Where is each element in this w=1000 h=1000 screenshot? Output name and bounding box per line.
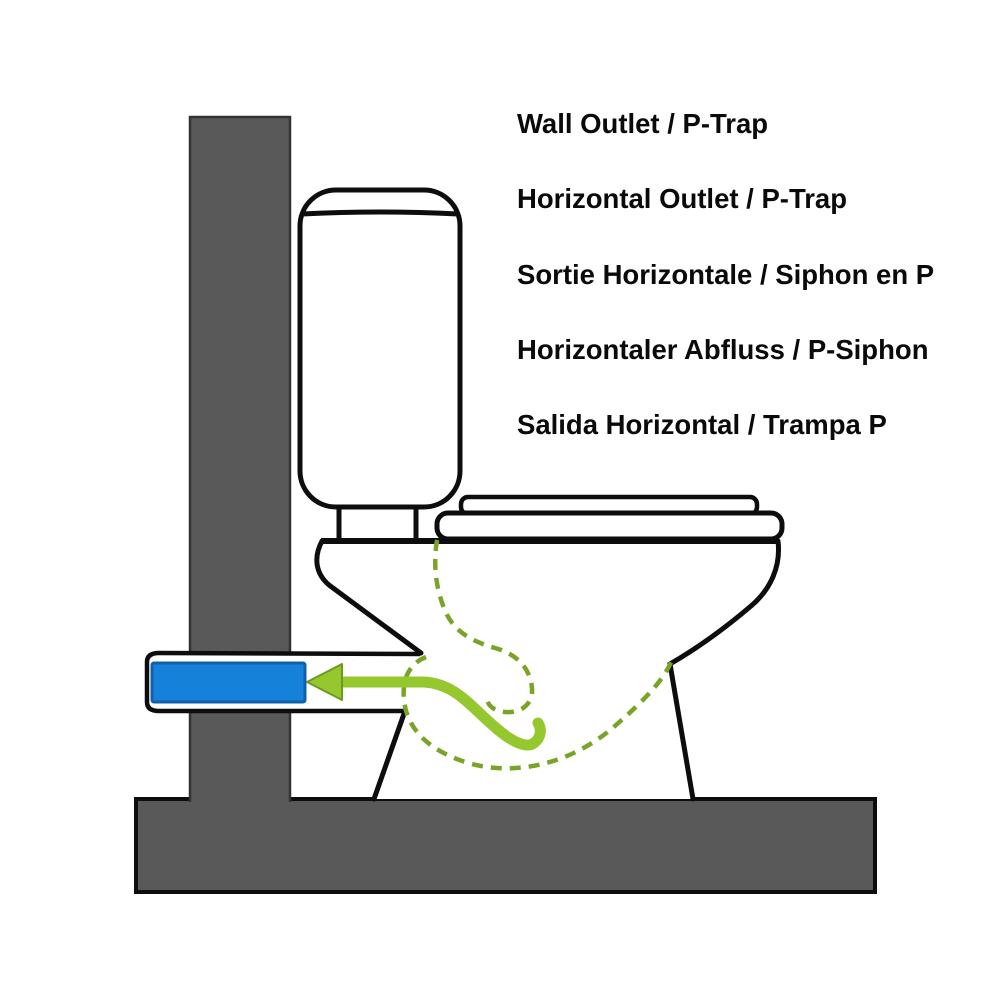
floor-slab bbox=[134, 797, 877, 894]
toilet-tank bbox=[297, 187, 463, 510]
flow-arrow-stem bbox=[334, 676, 546, 751]
bowl-outline-right bbox=[667, 538, 782, 802]
tank-neck bbox=[336, 506, 419, 541]
label-wall-outlet-en: Wall Outlet / P-Trap bbox=[517, 108, 768, 139]
trap-dashed-path-inner bbox=[433, 539, 535, 715]
wall bbox=[188, 115, 292, 802]
flow-arrow-head-icon bbox=[306, 663, 343, 701]
toilet-bowl-body bbox=[316, 541, 779, 799]
pedestal-left-edge bbox=[371, 708, 408, 802]
pipe-water bbox=[150, 661, 307, 704]
tank-lid-line bbox=[301, 209, 459, 217]
label-horizontal-outlet-en: Horizontal Outlet / P-Trap bbox=[517, 183, 847, 214]
label-horizontaler-abfluss-de: Horizontaler Abfluss / P-Siphon bbox=[517, 334, 929, 365]
bowl-outline-left bbox=[314, 538, 424, 656]
toilet-seat bbox=[434, 510, 785, 542]
label-sortie-horizontale-fr: Sortie Horizontale / Siphon en P bbox=[517, 259, 934, 290]
label-salida-horizontal-es: Salida Horizontal / Trampa P bbox=[517, 409, 887, 440]
trap-dashed-path-outer bbox=[401, 654, 674, 771]
